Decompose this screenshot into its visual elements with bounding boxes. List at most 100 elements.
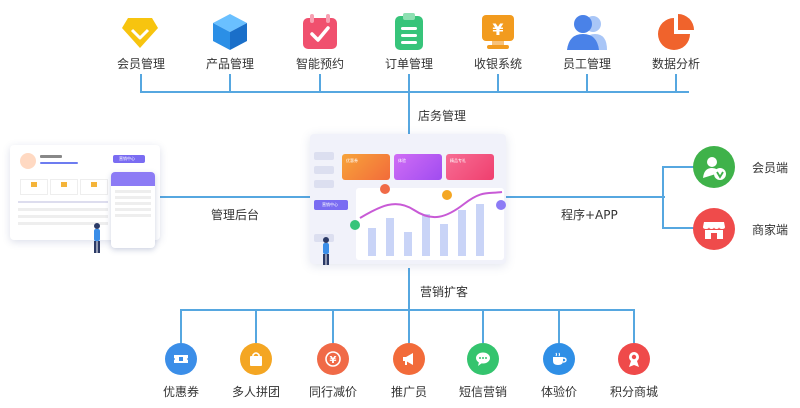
phone-row [115,214,151,217]
peer-discount-label: 同行减价 [308,385,358,399]
group-buy-label: 多人拼团 [231,385,281,399]
phone-row [115,208,151,211]
top-bus-line [140,91,689,93]
top-drop-line [675,74,677,92]
top-drop-line [140,74,142,92]
bottom-drop-line [332,309,334,343]
module-label-staff: 员工管理 [562,57,612,71]
backend-line [160,196,310,198]
dashboard-panel: 优惠券 体验 精品专礼 营销中心 [310,134,506,264]
bottom-drop-line [408,309,410,343]
right-branch-bottom [662,227,694,229]
cashier-monitor-icon: ¥ [482,15,514,49]
chart-area [356,188,504,260]
stat-box [50,179,78,195]
svg-text:¥: ¥ [330,355,337,366]
phone-row [115,202,151,205]
bottom-drop-line [633,309,635,343]
store-vertical-line [408,92,410,134]
coin-icon [91,182,97,187]
bottom-drop-line [255,309,257,343]
bubble-icon [442,190,452,200]
medal-icon [618,343,650,375]
points-mall-label: 积分商城 [609,385,659,399]
module-label-cashier: 收银系统 [473,57,523,71]
chat-bubble-icon [467,343,499,375]
top-drop-line [229,74,231,92]
tab-bar [18,201,108,203]
users-icon [567,15,607,50]
phone-row [115,196,151,199]
marketing-center-button[interactable]: 营销中心 [314,200,348,210]
yen-icon: ¥ [317,343,349,375]
bubble-icon [350,220,360,230]
chart-bar [458,210,466,256]
marketing-label: 营销扩客 [420,285,469,299]
content-row [18,222,108,225]
right-branch-top [662,166,694,168]
sidebar-item [314,152,334,160]
clipboard-icon [395,13,423,50]
content-row [18,215,108,218]
module-label-data: 数据分析 [651,57,701,71]
chart-bar [386,218,394,256]
experience-card: 体验 [394,154,442,180]
promoter-label: 推广员 [390,385,428,399]
pie-chart-icon [658,14,694,50]
phone-row [115,190,151,193]
module-label-product: 产品管理 [205,57,255,71]
stat-box [80,179,108,195]
top-drop-line [586,74,588,92]
chart-bar [440,224,448,256]
shopping-bag-icon [240,343,272,375]
chart-line [359,191,503,219]
top-drop-line [497,74,499,92]
app-line [505,196,665,198]
top-drop-line [319,74,321,92]
bottom-drop-line [180,309,182,343]
backend-label: 管理后台 [211,208,260,222]
app-label: 程序+APP [561,208,618,222]
coupon-label: 优惠券 [162,385,200,399]
profile-line [40,162,78,164]
merchant-end-label: 商家端 [752,223,789,237]
chart-bar [476,204,484,256]
right-branch-line [662,166,664,228]
store-icon [693,208,735,250]
chart-bar [368,228,376,256]
store-management-label: 店务管理 [418,109,467,123]
phone-mockup [111,172,155,248]
svg-text:¥: ¥ [492,20,503,39]
backend-button-text: 营销中心 [119,156,135,161]
avatar [20,153,36,169]
ticket-icon [165,343,197,375]
coupon-card: 优惠券 [342,154,390,180]
marketing-vertical-line [408,268,410,310]
bar-line-chart [359,191,503,256]
content-row [18,208,108,211]
bottom-drop-line [558,309,560,343]
top-drop-line [408,74,410,92]
chart-bar [404,232,412,256]
bottom-drop-line [482,309,484,343]
module-label-member: 会员管理 [116,57,166,71]
chart-bar [422,214,430,256]
profile-line [40,155,62,158]
calendar-check-icon [303,14,337,49]
sidebar-item [314,180,334,188]
backend-action-button[interactable]: 营销中心 [113,155,145,163]
cube-icon [213,14,247,50]
coin-icon [61,182,67,187]
gift-card: 精品专礼 [446,154,494,180]
coin-icon [31,182,37,187]
stat-box [20,179,48,195]
sms-marketing-label: 短信营销 [458,385,508,399]
module-label-booking: 智能预约 [295,57,345,71]
module-label-order: 订单管理 [384,57,434,71]
phone-header [111,172,155,186]
trial-price-label: 体验价 [540,385,578,399]
diamond-icon [122,18,158,48]
megaphone-icon [393,343,425,375]
member-end-label: 会员端 [752,161,789,175]
sidebar-item [314,166,334,174]
